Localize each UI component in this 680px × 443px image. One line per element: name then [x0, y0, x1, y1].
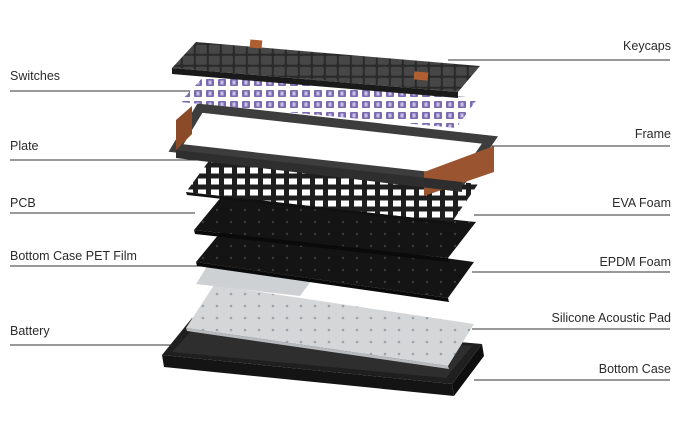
- label-battery: Battery: [10, 324, 50, 338]
- label-bottom-case: Bottom Case: [598, 362, 671, 376]
- label-silicone-acoustic-pad: Silicone Acoustic Pad: [551, 311, 671, 325]
- silicone-pad-layer: [186, 285, 474, 369]
- label-frame: Frame: [634, 127, 671, 141]
- label-pcb: PCB: [10, 196, 36, 210]
- label-eva-foam: EVA Foam: [612, 196, 671, 210]
- label-plate: Plate: [10, 139, 39, 153]
- epdm-foam-layer: [196, 228, 474, 302]
- pcb-eva-layer: [194, 196, 476, 262]
- switches-layer: [180, 74, 478, 128]
- label-bottom-case-pet-film: Bottom Case PET Film: [10, 249, 137, 263]
- frame-layer: [168, 103, 499, 196]
- label-keycaps: Keycaps: [623, 39, 671, 53]
- keycaps-layer: [172, 39, 480, 98]
- plate-layer: [186, 154, 478, 225]
- label-epdm-foam: EPDM Foam: [599, 255, 671, 269]
- label-switches: Switches: [10, 69, 61, 83]
